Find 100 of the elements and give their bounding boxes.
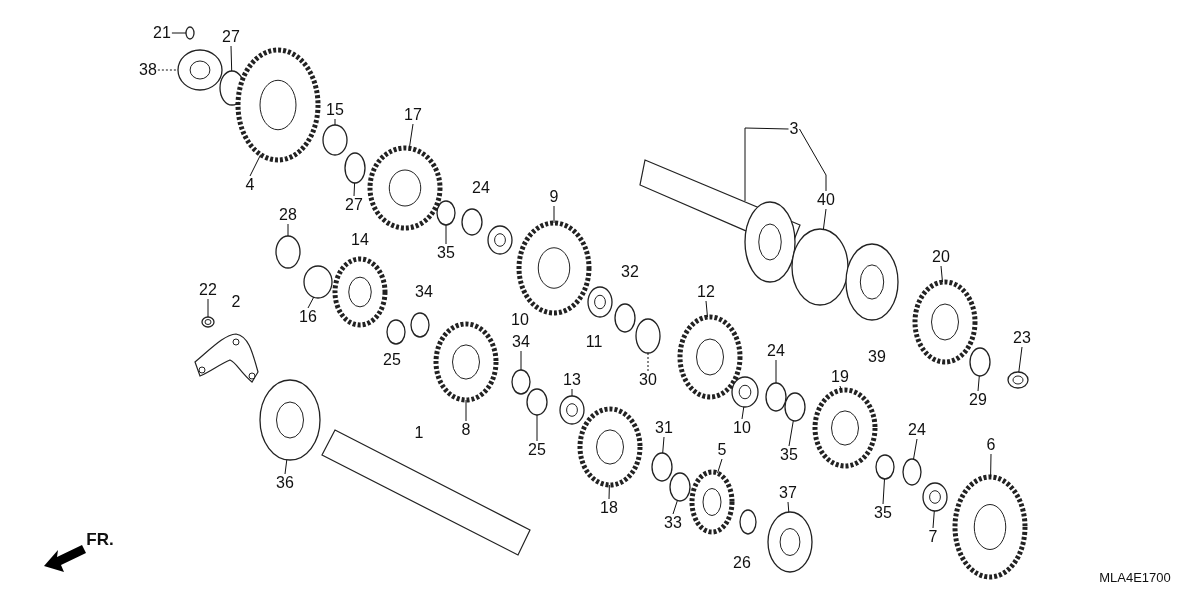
leader-line: [717, 458, 723, 474]
ring-part: [875, 454, 895, 480]
callout-number: 26: [732, 554, 752, 572]
callout-number: 21: [152, 24, 172, 42]
leader-line: [334, 118, 336, 126]
ring-part: [669, 472, 691, 502]
callout-number: 27: [221, 28, 241, 46]
callout-number: 7: [927, 528, 939, 546]
callout-number: 34: [511, 333, 531, 351]
leader-line: [571, 388, 573, 397]
ring-part: [791, 228, 849, 306]
leader-line: [445, 224, 447, 245]
callout-number: 8: [460, 421, 472, 439]
gear-part: [433, 321, 499, 403]
gear-part: [235, 47, 321, 163]
callout-number: 23: [1012, 329, 1032, 347]
callout-number: 18: [599, 499, 619, 517]
leader-line: [705, 300, 708, 318]
callout-number: 33: [663, 514, 683, 532]
leader-line: [249, 154, 262, 177]
bearing-part: [922, 482, 948, 512]
ring-part: [275, 235, 301, 269]
diagram-code: MLA4E1700: [1098, 569, 1172, 587]
callout-number: 32: [620, 263, 640, 281]
bearing-part: [559, 395, 585, 425]
leader-line: [990, 453, 992, 478]
gear-part: [912, 279, 978, 365]
callout-number: 15: [325, 101, 345, 119]
callout-number: 13: [562, 371, 582, 389]
leader-line: [662, 436, 665, 454]
callout-number: 10: [510, 311, 530, 329]
leader-line: [553, 205, 555, 224]
ring-part: [614, 303, 636, 333]
direction-label: FR.: [85, 531, 115, 549]
leader-line: [465, 399, 467, 422]
callout-number: 24: [766, 342, 786, 360]
callout-number: 14: [350, 231, 370, 249]
bearing-part: [845, 243, 899, 321]
leader-line: [608, 484, 610, 500]
callout-number: 36: [275, 474, 295, 492]
callout-number: 39: [867, 348, 887, 366]
leader-line: [284, 459, 288, 475]
ring-part: [344, 152, 366, 184]
bolt-part: [201, 316, 215, 328]
leader-line: [882, 478, 885, 505]
ring-part: [739, 509, 757, 535]
leader-line: [536, 414, 538, 442]
ring-part: [410, 312, 430, 338]
leader-line: [157, 69, 179, 71]
callout-number: 16: [298, 308, 318, 326]
callout-number: 34: [414, 283, 434, 301]
leader-line: [520, 350, 522, 371]
ring-part: [386, 319, 406, 345]
gear-part: [677, 314, 743, 400]
ring-part: [969, 347, 991, 377]
ring-part: [651, 452, 673, 482]
callout-number: 1: [413, 424, 425, 442]
leader-line: [207, 298, 209, 318]
bearing-part: [259, 379, 321, 461]
callout-number: 25: [382, 351, 402, 369]
callout-number: 5: [716, 441, 728, 459]
bracket-plate-part: [194, 333, 259, 383]
callout-number: 3: [788, 120, 800, 138]
ring-part: [461, 208, 483, 236]
callout-number: 25: [527, 441, 547, 459]
callout-number: 9: [548, 188, 560, 206]
leader-line: [744, 127, 789, 202]
leader-line: [977, 375, 980, 392]
ring-part: [436, 200, 456, 226]
ring-part: [511, 369, 531, 395]
callout-number: 24: [471, 179, 491, 197]
leader-line: [822, 208, 827, 230]
callout-number: 4: [244, 176, 256, 194]
ring-part: [303, 265, 333, 299]
bearing-part: [587, 286, 613, 318]
bearing-part: [731, 376, 759, 408]
leader-line: [171, 32, 187, 34]
leader-line: [839, 385, 842, 391]
leader-line: [647, 352, 649, 372]
gear-part: [332, 256, 388, 328]
callout-number: 28: [278, 206, 298, 224]
leader-line: [287, 223, 289, 237]
pin-part: [185, 26, 195, 40]
bearing-part: [767, 511, 813, 573]
ring-part: [765, 382, 787, 412]
leader-line: [672, 500, 678, 515]
leader-line: [307, 296, 315, 309]
callout-number: 38: [138, 61, 158, 79]
callout-number: 10: [732, 419, 752, 437]
callout-number: 24: [907, 421, 927, 439]
callout-number: 17: [403, 106, 423, 124]
callout-number: 19: [830, 368, 850, 386]
leader-line: [408, 123, 414, 149]
gear-part: [577, 406, 643, 488]
callout-number: 35: [436, 244, 456, 262]
ring-part: [784, 392, 806, 422]
callout-number: 30: [638, 371, 658, 389]
leader-line: [788, 420, 794, 447]
callout-number: 35: [873, 504, 893, 522]
leader-line: [913, 438, 918, 460]
